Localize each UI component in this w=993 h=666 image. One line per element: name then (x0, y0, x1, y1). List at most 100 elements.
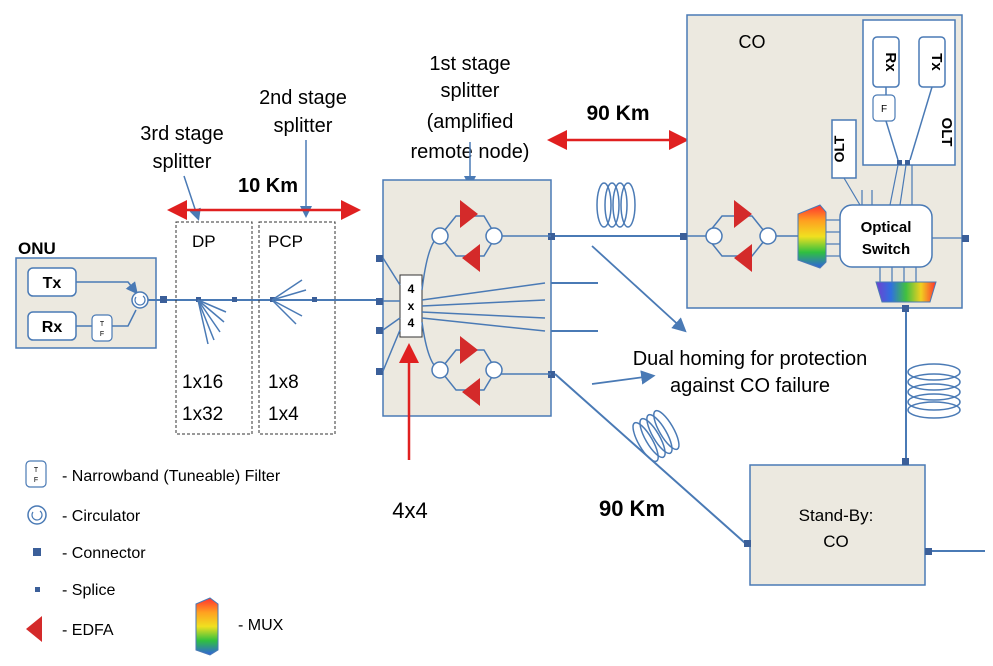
svg-text:T: T (100, 321, 105, 328)
circulator-icon (705, 227, 723, 245)
svg-text:Rx: Rx (882, 52, 899, 72)
connector-icon (744, 540, 751, 547)
connector-icon (680, 233, 687, 240)
filter-icon (25, 460, 47, 488)
onu-tx-label: Tx (43, 275, 62, 292)
legend-splice: - Splice (62, 582, 115, 599)
connector-icon (376, 368, 383, 375)
fiber-spool-icon (596, 182, 636, 228)
legend-mux: - MUX (238, 617, 284, 634)
pcp-box (258, 221, 336, 435)
edfa-icon (460, 200, 478, 228)
svg-text:splitter: splitter (153, 151, 212, 173)
circulator-icon (485, 361, 503, 379)
distance-90km-feeder: 90 Km (547, 102, 689, 150)
svg-text:1st stage: 1st stage (429, 53, 510, 75)
connector-icon (376, 327, 383, 334)
legend: T F - Narrowband (Tuneable) Filter - Cir… (25, 460, 284, 656)
onu: ONU Tx Rx T F (15, 239, 157, 349)
connector-icon (376, 298, 383, 305)
dual-homing-line-1: Dual homing for protection (633, 348, 868, 370)
svg-text:Tx: Tx (928, 53, 945, 71)
connector-icon (548, 233, 555, 240)
svg-text:x: x (408, 299, 415, 313)
fiber-spool-icon (907, 363, 961, 419)
standby-co-box (749, 464, 926, 586)
mux-icon (797, 204, 827, 269)
svg-text:F: F (881, 104, 887, 115)
legend-connector: - Connector (62, 545, 146, 562)
distance-10km: 10 Km (167, 175, 361, 220)
dp-box (175, 221, 253, 435)
standby-label-2: CO (823, 532, 849, 551)
second-stage-label: 2nd stage splitter (259, 87, 347, 218)
edfa-icon (460, 336, 478, 364)
circulator-icon (759, 227, 777, 245)
olt-left-label: OLT (831, 135, 847, 162)
dual-homing-arrow (591, 245, 687, 333)
edfa-icon (734, 200, 752, 228)
dual-homing-line-2: against CO failure (670, 375, 830, 397)
pcp-label: PCP (268, 232, 303, 251)
svg-text:4: 4 (408, 316, 415, 330)
svg-text:F: F (34, 477, 38, 484)
svg-text:Switch: Switch (862, 241, 910, 258)
olt-filter-icon (872, 94, 896, 122)
connector-icon (376, 255, 383, 262)
connector-icon (160, 296, 167, 303)
distribution-point: DP 1x16 1x32 (175, 221, 253, 435)
connector-icon (548, 371, 555, 378)
remote-node: 4 x 4 (376, 179, 598, 417)
splice-icon (312, 297, 317, 302)
mux-icon (875, 281, 937, 303)
connector-icon (902, 305, 909, 312)
dp-label: DP (192, 232, 216, 251)
mux-icon (195, 597, 219, 656)
dp-ratio-a: 1x16 (182, 372, 223, 393)
pcp-splitter-fan (271, 279, 307, 325)
matrix-label: 4x4 (392, 498, 427, 523)
svg-text:splitter: splitter (274, 115, 333, 137)
legend-filter: - Narrowband (Tuneable) Filter (62, 468, 281, 485)
legend-edfa: - EDFA (62, 622, 114, 639)
pcp-ratio-b: 1x4 (268, 404, 299, 425)
edfa-icon (462, 378, 480, 406)
connector-icon (33, 548, 41, 556)
svg-text:3rd stage: 3rd stage (140, 123, 223, 145)
optical-switch (839, 204, 933, 268)
dual-homing-arrow (591, 370, 656, 385)
onu-filter-icon (91, 314, 113, 342)
edfa-icon (26, 616, 42, 642)
dp-splitter-fan (197, 299, 227, 345)
svg-text:(amplified: (amplified (427, 111, 514, 133)
third-stage-label: 3rd stage splitter (140, 123, 224, 221)
svg-text:10 Km: 10 Km (238, 175, 298, 197)
legend-circulator: - Circulator (62, 508, 141, 525)
splice-icon (35, 587, 40, 592)
connector-icon (902, 458, 909, 465)
edfa-icon (734, 244, 752, 272)
first-stage-label: 1st stage splitter (amplified remote nod… (411, 53, 529, 188)
svg-text:T: T (34, 467, 39, 474)
fiber-spool-icon (632, 409, 680, 463)
central-office: CO Rx Tx F OLT OLT Optical Switch (680, 14, 969, 312)
connector-icon (962, 235, 969, 242)
distance-90km-standby: 90 Km (599, 496, 665, 521)
co-label: CO (739, 32, 766, 52)
circulator-icon (27, 505, 47, 525)
edfa-icon (462, 244, 480, 272)
onu-label: ONU (18, 239, 56, 258)
svg-text:2nd stage: 2nd stage (259, 87, 347, 109)
circulator-icon (431, 227, 449, 245)
connector-icon (925, 548, 932, 555)
svg-text:Optical: Optical (861, 219, 912, 236)
circulator-icon (431, 361, 449, 379)
dp-ratio-b: 1x32 (182, 404, 223, 425)
svg-text:F: F (100, 331, 104, 338)
svg-text:splitter: splitter (441, 80, 500, 102)
standby-label-1: Stand-By: (799, 506, 874, 525)
svg-text:90 Km: 90 Km (586, 102, 649, 125)
olt-right-label: OLT (938, 118, 955, 147)
onu-rx-label: Rx (42, 319, 63, 336)
